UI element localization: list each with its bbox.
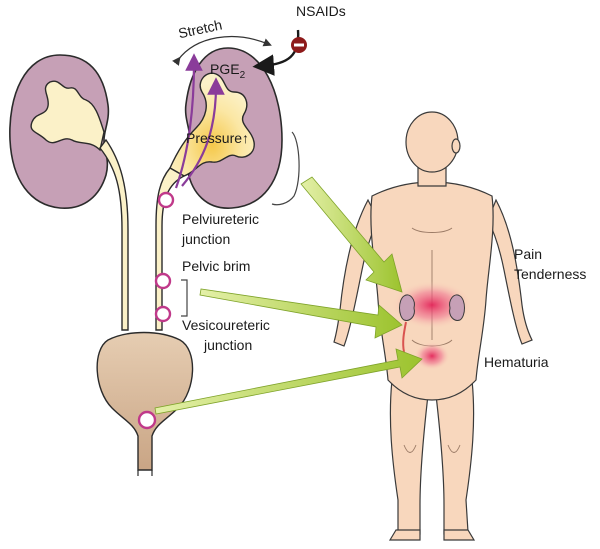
pressure-arrow-2 xyxy=(181,77,225,187)
vesicoureteric-label-line1: Vesicoureteric xyxy=(182,317,270,333)
body-ureter-mark xyxy=(402,321,407,353)
tenderness-label: Tenderness xyxy=(514,266,586,282)
urethra-stub xyxy=(137,470,153,476)
pelvic-brim-label: Pelvic brim xyxy=(182,258,250,274)
left-ureter xyxy=(99,138,129,331)
head xyxy=(405,111,459,173)
vesicoureteric-junction-marker xyxy=(154,305,172,323)
right-foot xyxy=(443,529,476,541)
pelviureteric-junction-marker xyxy=(157,191,175,209)
right-arm xyxy=(487,198,533,345)
pelviureteric-label-line2: junction xyxy=(181,231,230,247)
hematuria-label: Hematuria xyxy=(484,354,549,370)
left-kidney-pelvis xyxy=(30,80,105,152)
bladder-pain-glow xyxy=(414,342,450,370)
arrow-junction-to-pain xyxy=(199,288,403,339)
junction-bracket xyxy=(181,279,188,317)
pressure-label: Pressure↑ xyxy=(186,130,249,146)
nsaid-inhibit-arrow xyxy=(252,29,300,76)
arrow-bladder-to-hematuria xyxy=(154,348,423,415)
right-leg xyxy=(435,379,475,535)
nsaids-label: NSAIDs xyxy=(296,3,346,19)
left-foot xyxy=(388,529,421,541)
vesicoureteric-label-line2: junction xyxy=(203,337,252,353)
right-ureter xyxy=(155,167,186,331)
body-right-kidney xyxy=(449,294,465,321)
left-leg xyxy=(389,379,429,535)
left-kidney xyxy=(9,54,110,209)
bladder-outlet-marker xyxy=(137,410,157,430)
pain-label: Pain xyxy=(514,246,542,262)
stretch-arrow xyxy=(172,35,272,66)
bladder xyxy=(96,331,194,471)
arrow-kidney-to-pain xyxy=(300,176,403,293)
body-left-kidney xyxy=(399,294,415,321)
pelvic-brim-marker xyxy=(154,272,172,290)
ear xyxy=(451,138,461,154)
pge2-label: PGE2 xyxy=(210,61,246,81)
kidney-bracket xyxy=(271,131,300,206)
pressure-arrow-1 xyxy=(174,53,203,189)
nsaid-inhibit-badge xyxy=(291,37,307,53)
pelviureteric-label-line1: Pelviureteric xyxy=(182,211,259,227)
